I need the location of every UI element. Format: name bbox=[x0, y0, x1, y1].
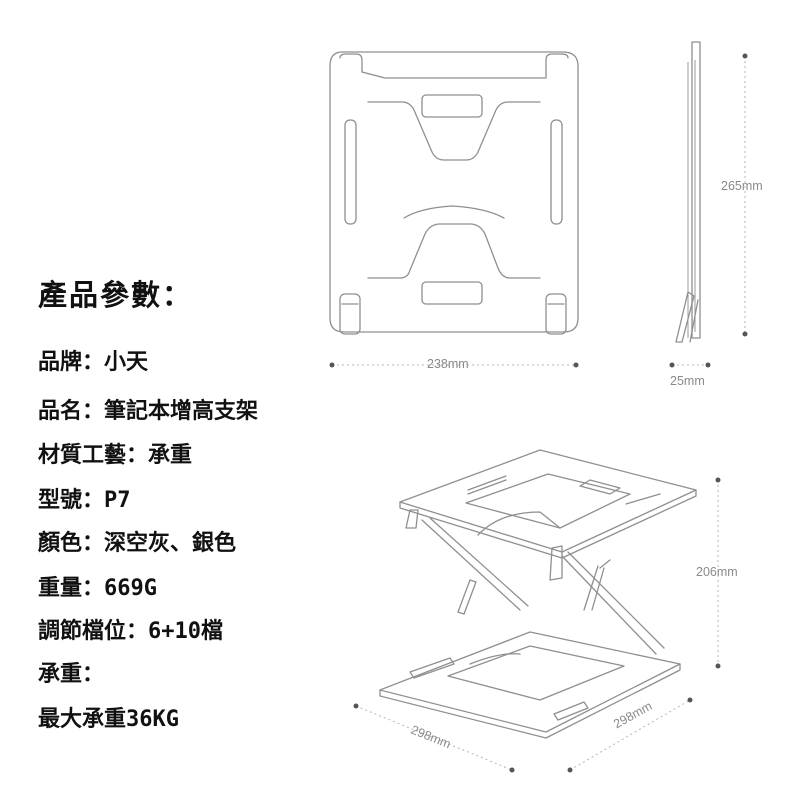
side-height-label: 265mm bbox=[721, 179, 763, 193]
side-view-drawing bbox=[669, 41, 748, 368]
params-title: 產品參數： bbox=[38, 278, 194, 312]
front-width-label: 238mm bbox=[427, 357, 469, 371]
param-material: 材質工藝：承重 bbox=[38, 443, 193, 468]
param-product-name: 品名：筆記本增高支架 bbox=[38, 399, 259, 424]
param-load-label: 承重： bbox=[38, 662, 105, 687]
side-thickness-label: 25mm bbox=[670, 374, 705, 388]
param-adjust-levels: 調節檔位：6+10檔 bbox=[38, 619, 223, 644]
front-view-drawing bbox=[329, 51, 579, 368]
param-max-load: 最大承重36KG bbox=[38, 707, 179, 732]
param-colors: 顏色：深空灰、銀色 bbox=[38, 531, 237, 556]
param-brand: 品牌：小天 bbox=[38, 350, 149, 375]
param-weight: 重量：669G bbox=[38, 576, 157, 601]
param-model: 型號：P7 bbox=[38, 488, 131, 513]
stand-height-label: 206mm bbox=[696, 565, 738, 579]
isometric-view-drawing bbox=[353, 449, 721, 773]
